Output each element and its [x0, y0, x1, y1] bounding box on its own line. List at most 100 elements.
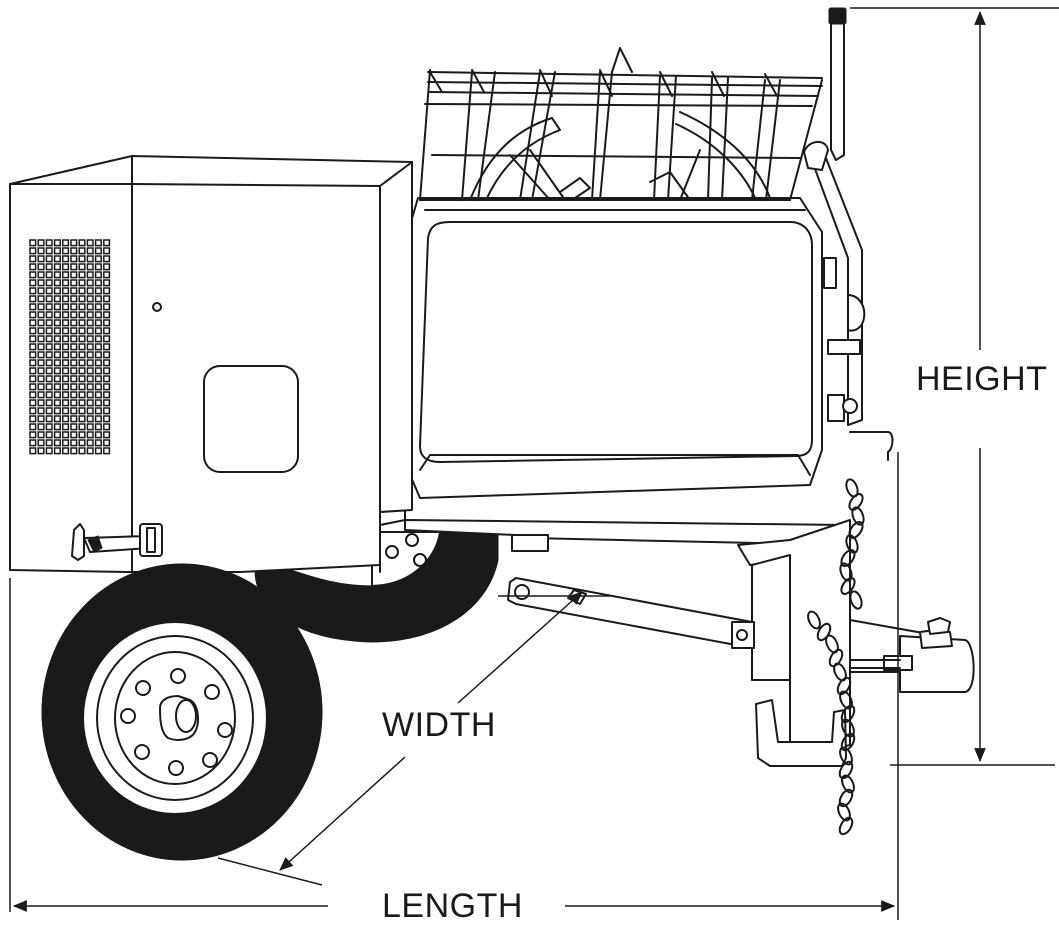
vent-slot	[86, 287, 94, 295]
vent-slot	[86, 439, 94, 447]
vent-slot	[53, 311, 61, 319]
vent-slot	[37, 271, 45, 279]
chain-link	[825, 634, 839, 654]
vent-slot	[29, 295, 37, 303]
vent-slot	[70, 351, 78, 359]
vent-slot	[53, 351, 61, 359]
vent-slot	[53, 439, 61, 447]
vent-slot	[29, 239, 37, 247]
vent-slot	[103, 391, 111, 399]
vent-slot	[78, 343, 86, 351]
rear-wheel-near	[41, 563, 323, 861]
vent-slot	[86, 247, 94, 255]
vent-slot	[70, 383, 78, 391]
vent-slot	[53, 327, 61, 335]
vent-slot	[103, 271, 111, 279]
vent-slot	[94, 391, 102, 399]
vent-slot	[70, 415, 78, 423]
vent-slot	[53, 391, 61, 399]
vent-slot	[86, 407, 94, 415]
vent-slot	[62, 239, 70, 247]
vent-slot	[62, 351, 70, 359]
vent-slot	[94, 423, 102, 431]
vent-slot	[62, 415, 70, 423]
vent-slot	[29, 383, 37, 391]
vent-slot	[29, 319, 37, 327]
vent-slot	[70, 399, 78, 407]
vent-grille	[29, 239, 111, 455]
vent-slot	[62, 399, 70, 407]
vent-slot	[78, 319, 86, 327]
engine-housing	[9, 155, 413, 573]
vent-slot	[62, 431, 70, 439]
vent-slot	[103, 439, 111, 447]
vent-slot	[53, 359, 61, 367]
vent-slot	[53, 343, 61, 351]
vent-slot	[94, 263, 102, 271]
vent-slot	[78, 423, 86, 431]
chain-link	[838, 816, 854, 836]
vent-slot	[94, 439, 102, 447]
vent-slot	[62, 343, 70, 351]
vent-slot	[94, 247, 102, 255]
vent-slot	[94, 295, 102, 303]
vent-slot	[86, 263, 94, 271]
vent-slot	[29, 263, 37, 271]
vent-slot	[53, 303, 61, 311]
vent-slot	[94, 327, 102, 335]
vent-slot	[53, 287, 61, 295]
vent-slot	[45, 303, 53, 311]
vent-slot	[37, 343, 45, 351]
vent-slot	[53, 447, 61, 455]
vent-slot	[86, 447, 94, 455]
vent-slot	[37, 391, 45, 399]
vent-slot	[37, 415, 45, 423]
vent-slot	[86, 351, 94, 359]
chain-link	[848, 493, 864, 511]
vent-slot	[29, 271, 37, 279]
vent-slot	[53, 415, 61, 423]
vent-slot	[29, 279, 37, 287]
vent-slot	[45, 407, 53, 415]
vent-slot	[78, 279, 86, 287]
vent-slot	[78, 303, 86, 311]
vent-slot	[86, 311, 94, 319]
vent-slot	[62, 327, 70, 335]
vent-slot	[45, 399, 53, 407]
vent-slot	[70, 407, 78, 415]
vent-slot	[29, 327, 37, 335]
vent-slot	[45, 415, 53, 423]
vent-slot	[62, 295, 70, 303]
vent-slot	[103, 367, 111, 375]
vent-slot	[78, 263, 86, 271]
width-label: WIDTH	[376, 705, 502, 745]
vent-slot	[70, 287, 78, 295]
chain-link	[840, 732, 856, 752]
vent-slot	[94, 287, 102, 295]
vent-slot	[29, 391, 37, 399]
vent-slot	[70, 439, 78, 447]
vent-slot	[103, 383, 111, 391]
vent-slot	[62, 447, 70, 455]
vent-slot	[62, 359, 70, 367]
vent-slot	[94, 239, 102, 247]
vent-slot	[103, 303, 111, 311]
vent-slot	[37, 287, 45, 295]
vent-slot	[94, 431, 102, 439]
vent-slot	[45, 367, 53, 375]
vent-slot	[29, 447, 37, 455]
vent-slot	[29, 287, 37, 295]
vent-slot	[103, 447, 111, 455]
vent-slot	[70, 359, 78, 367]
vent-slot	[45, 287, 53, 295]
vent-slot	[70, 375, 78, 383]
safety-chain	[807, 478, 865, 836]
vent-slot	[86, 335, 94, 343]
vent-slot	[70, 431, 78, 439]
vent-slot	[94, 271, 102, 279]
vent-slot	[78, 375, 86, 383]
dimension-lines	[9, 7, 1059, 920]
vent-slot	[53, 431, 61, 439]
vent-slot	[62, 439, 70, 447]
vent-slot	[70, 343, 78, 351]
